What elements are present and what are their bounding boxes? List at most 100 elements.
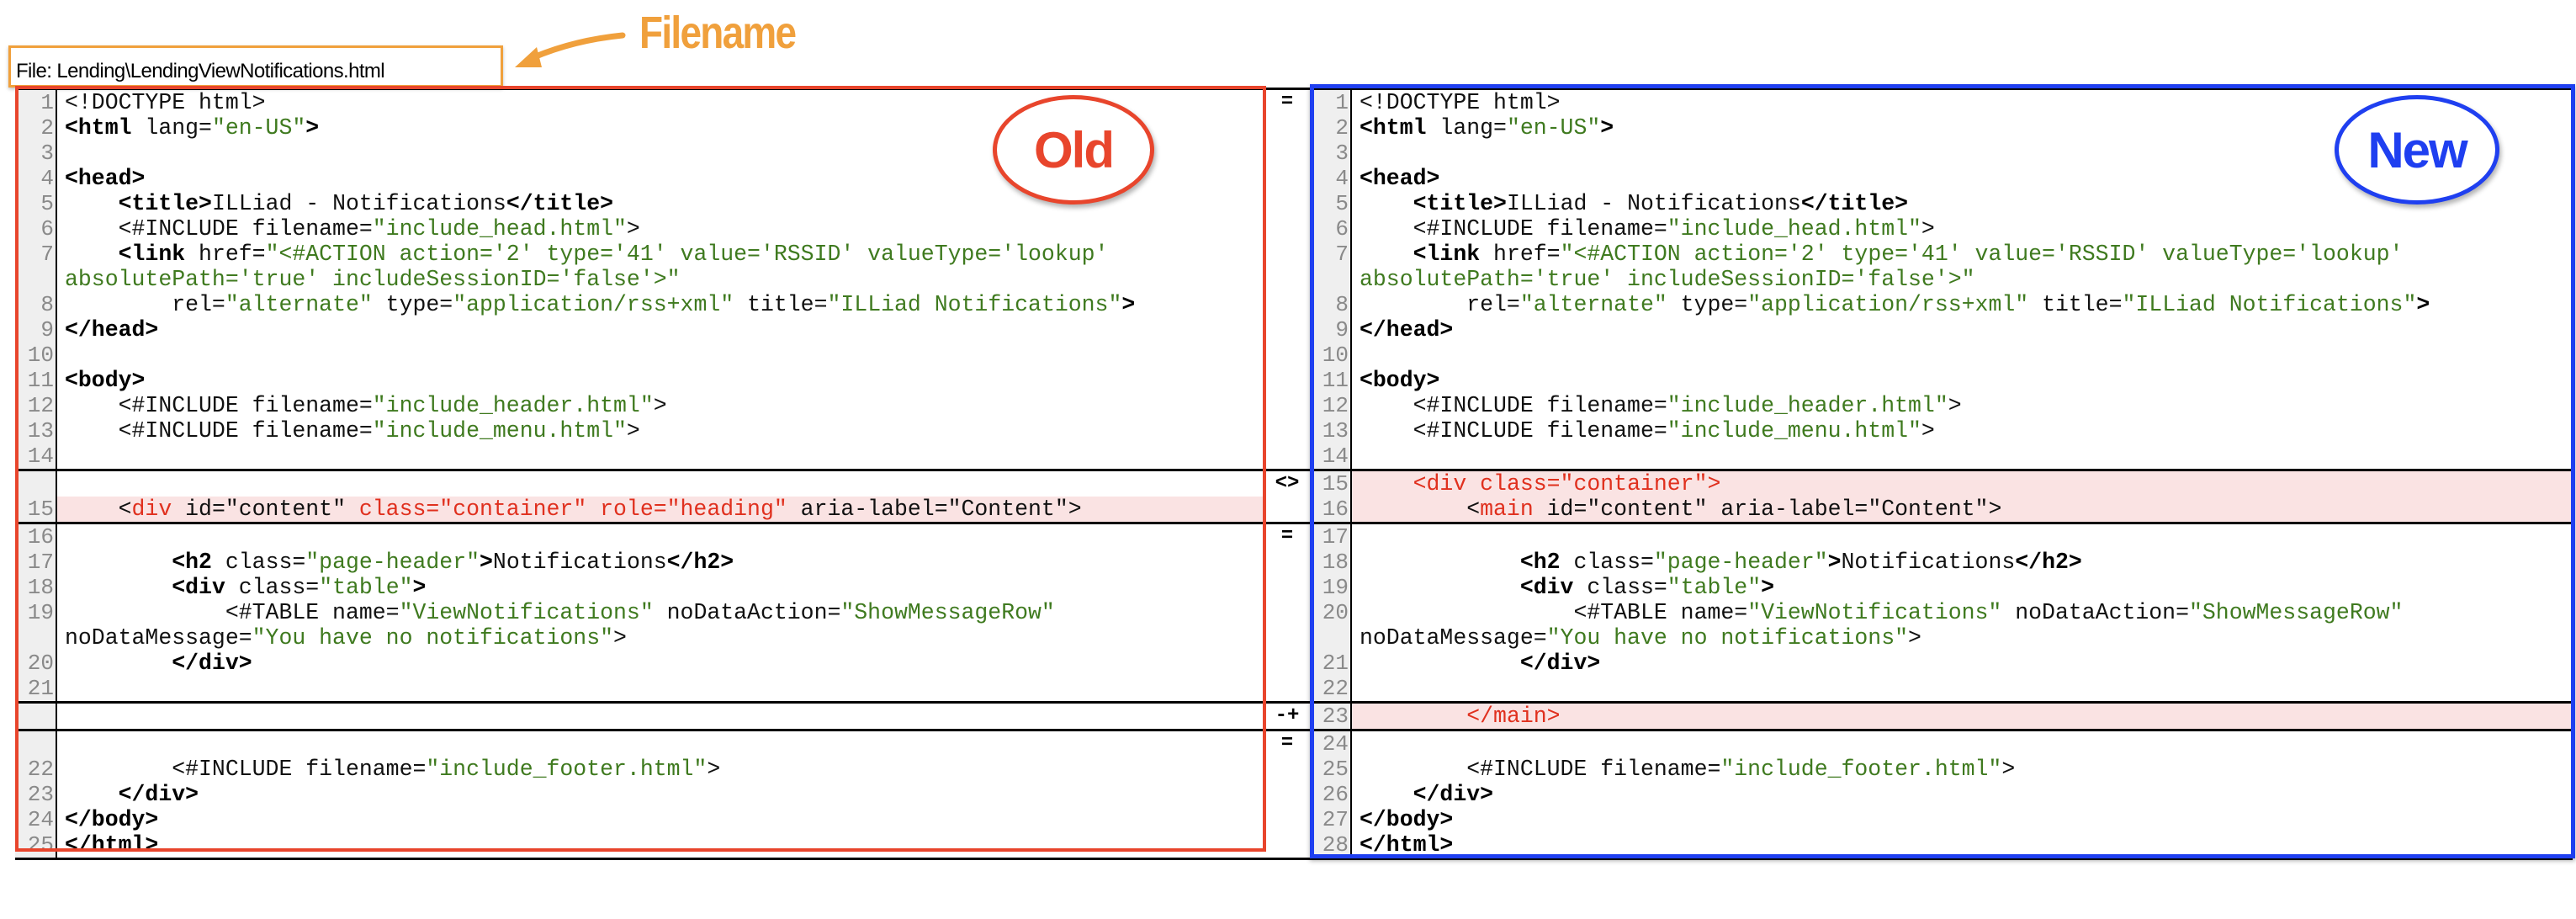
code-token: Notifications [492, 550, 667, 575]
code-token: <#INCLUDE filename= [65, 418, 373, 444]
code-token: </div> [118, 782, 199, 807]
code-line: 24 [1310, 731, 2573, 757]
code-line: 9</head> [15, 317, 1264, 343]
code-token: lang= [1426, 115, 1507, 141]
code-token: <!DOCTYPE html> [65, 90, 266, 115]
code-text: </html> [1352, 832, 2573, 858]
code-token: <head> [1360, 166, 1440, 191]
code-text: <html lang="en-US"> [57, 115, 1264, 141]
code-line: 26 </div> [1310, 782, 2573, 807]
line-number: 8 [15, 292, 57, 317]
code-text: absolutePath='true' includeSessionID='fa… [1352, 267, 2573, 292]
code-text: </head> [57, 317, 1264, 343]
code-line: 18 <h2 class="page-header">Notifications… [1310, 550, 2573, 575]
code-line: 27</body> [1310, 807, 2573, 832]
code-text: <link href="<#ACTION action='2' type='41… [57, 242, 1264, 267]
code-line: 25 <#INCLUDE filename="include_footer.ht… [1310, 757, 2573, 782]
file-path-label: File: Lending\LendingViewNotifications.h… [16, 60, 385, 82]
code-token: "page-header" [305, 550, 480, 575]
line-number: 10 [15, 343, 57, 368]
line-number: 20 [15, 651, 57, 676]
code-token: class="container" role="heading" [345, 497, 787, 522]
code-token: </body> [1360, 807, 1454, 832]
code-text [1352, 343, 2573, 368]
code-token [65, 651, 172, 676]
code-token: title= [2028, 292, 2123, 317]
code-line: 10 [15, 343, 1264, 368]
code-token: href= [1480, 242, 1561, 267]
line-number: 16 [1310, 497, 1352, 522]
code-line: 17 <h2 class="page-header">Notifications… [15, 550, 1264, 575]
code-token [1360, 242, 1413, 267]
code-token: <!DOCTYPE html> [1360, 90, 1561, 115]
code-text: </body> [1352, 807, 2573, 832]
code-text [1352, 444, 2573, 469]
code-token: </div> [1413, 782, 1494, 807]
old-pane: 22 <#INCLUDE filename="include_footer.ht… [15, 731, 1264, 858]
code-line: 4<head> [1310, 166, 2573, 191]
code-token: <body> [1360, 368, 1440, 393]
line-number: 22 [1310, 676, 1352, 701]
code-text: noDataMessage="You have no notifications… [57, 625, 1264, 651]
code-token: ILLiad - Notifications [1506, 191, 1801, 216]
changed-line: 23 </main> [1310, 704, 2573, 729]
code-line: 8 rel="alternate" type="application/rss+… [1310, 292, 2573, 317]
code-token: </main> [1466, 704, 1561, 729]
code-line: 5 <title>ILLiad - Notifications</title> [15, 191, 1264, 216]
line-number: 14 [15, 444, 57, 469]
code-line: 11<body> [1310, 368, 2573, 393]
code-line: 28</html> [1310, 832, 2573, 858]
code-text: <#INCLUDE filename="include_head.html"> [57, 216, 1264, 242]
code-line: 2<html lang="en-US"> [15, 115, 1264, 141]
code-line: 20 <#TABLE name="ViewNotifications" noDa… [1310, 600, 2573, 625]
code-token: </div> [172, 651, 252, 676]
code-text [57, 524, 1264, 550]
diff-hunk: 15 <div id="content" class="container" r… [15, 471, 2573, 524]
code-token: lang= [131, 115, 212, 141]
line-number: 16 [15, 524, 57, 550]
code-line: 13 <#INCLUDE filename="include_menu.html… [15, 418, 1264, 444]
code-token: "ILLiad Notifications" [827, 292, 1122, 317]
code-line: 1<!DOCTYPE html> [15, 90, 1264, 115]
code-token: </body> [65, 807, 159, 832]
code-token: > [1921, 418, 1935, 444]
code-token: "table" [1667, 575, 1762, 600]
code-token: <title> [118, 191, 212, 216]
code-token: "include_footer.html" [426, 757, 708, 782]
line-number [15, 471, 57, 497]
code-text: <div class="container"> [1352, 471, 2573, 497]
code-text: <div class="table"> [1352, 575, 2573, 600]
line-number: 5 [1310, 191, 1352, 216]
code-token [1360, 575, 1520, 600]
code-token: > [1121, 292, 1136, 317]
line-number: 18 [1310, 550, 1352, 575]
code-token: "ILLiad Notifications" [2122, 292, 2417, 317]
code-token: "You have no notifications" [252, 625, 614, 651]
code-line [15, 471, 1264, 497]
code-token: div [131, 497, 172, 522]
changed-line: 16 <main id="content" aria-label="Conten… [1310, 497, 2573, 522]
line-number: 2 [1310, 115, 1352, 141]
code-text [57, 343, 1264, 368]
code-token: rel= [65, 292, 225, 317]
code-line: 22 <#INCLUDE filename="include_footer.ht… [15, 757, 1264, 782]
changed-line: 15 <div class="container"> [1310, 471, 2573, 497]
diff-hunk: -+23 </main> [15, 704, 2573, 731]
code-token: <div class="container"> [1413, 471, 1721, 497]
code-text: absolutePath='true' includeSessionID='fa… [57, 267, 1264, 292]
code-text: </div> [57, 651, 1264, 676]
code-text: <body> [1352, 368, 2573, 393]
code-line: 17 [1310, 524, 2573, 550]
line-number: 25 [15, 832, 57, 858]
line-number: 13 [1310, 418, 1352, 444]
code-text: <#INCLUDE filename="include_header.html"… [57, 393, 1264, 418]
code-line: 5 <title>ILLiad - Notifications</title> [1310, 191, 2573, 216]
code-token: "include_head.html" [1667, 216, 1921, 242]
code-line: 13 <#INCLUDE filename="include_menu.html… [1310, 418, 2573, 444]
code-text: <div id="content" class="container" role… [57, 497, 1264, 522]
line-number [15, 704, 57, 729]
code-token: <#INCLUDE filename= [1360, 216, 1667, 242]
code-token: class= [211, 550, 306, 575]
line-number: 28 [1310, 832, 1352, 858]
